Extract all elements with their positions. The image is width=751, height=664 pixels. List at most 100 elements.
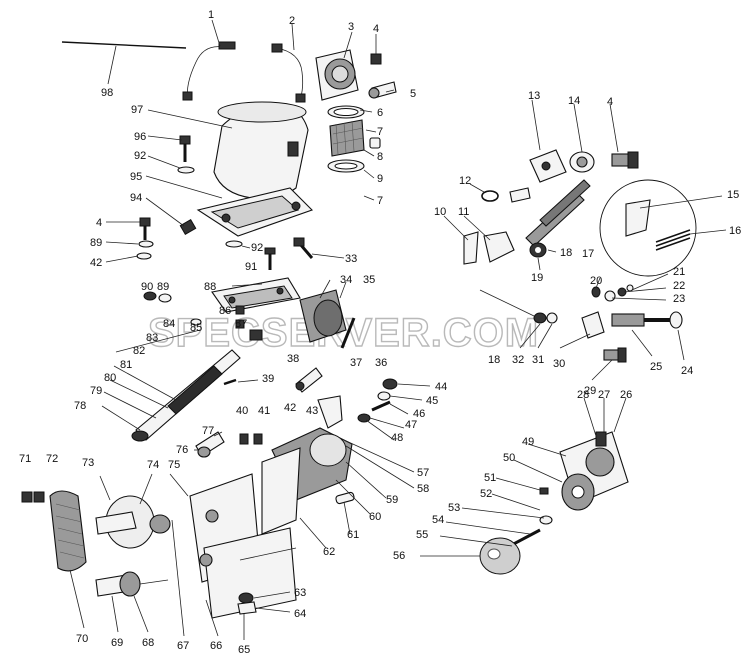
part-air-tank-97 [213,101,309,199]
callout-98: 98 [101,87,113,99]
part-strap-2 [271,43,306,103]
callout-42-mid: 42 [284,402,296,414]
part-cap-56 [479,537,521,575]
callout-30: 30 [553,358,565,370]
part-frame-66 [189,473,297,619]
callout-46: 46 [413,408,425,420]
callout-11: 11 [458,206,469,218]
part-nuts-40-41 [239,433,263,445]
part-cover-73 [49,490,87,572]
callout-56: 56 [393,550,405,562]
callout-61: 61 [347,529,359,541]
part-link-42b [295,367,323,393]
callout-97: 97 [131,104,143,116]
part-parts-86-85 [235,305,263,341]
part-small-84 [190,318,202,326]
callout-53: 53 [448,502,460,514]
callout-57: 57 [417,467,429,479]
callout-48: 48 [391,432,403,444]
part-fitting-77-76 [195,431,225,458]
part-bolt-91 [264,247,276,270]
callout-13: 13 [528,90,540,102]
callout-8: 8 [377,151,383,163]
callout-6: 6 [377,107,383,119]
callout-41: 41 [258,405,270,417]
callout-65: 65 [238,644,250,656]
callout-18: 18 [560,247,572,259]
callout-96: 96 [134,131,146,143]
part-plug-94 [179,218,197,236]
leader-lines [69,19,727,640]
part-ring-6-7 [327,105,365,119]
callout-54: 54 [432,514,444,526]
part-fittings-44-46 [357,378,398,423]
callout-12: 12 [459,175,471,187]
callout-35: 35 [363,274,375,286]
callout-42: 42 [90,257,102,269]
part-washer-92 [177,166,195,174]
callout-7-lower: 7 [377,195,383,207]
callout-25: 25 [650,361,662,373]
callout-78: 78 [74,400,86,412]
part-valve-34 [299,289,347,343]
callout-33: 33 [345,253,357,265]
callout-71: 71 [19,453,31,465]
callout-64: 64 [294,608,306,620]
part-washers-89-42 [136,240,154,260]
callout-17: 17 [582,248,594,260]
part-hose-17 [525,179,591,247]
part-shaft-81-78 [131,349,241,442]
callout-4-left: 4 [96,217,102,229]
part-plate-88 [211,277,301,313]
callout-66: 66 [210,640,222,652]
callout-51: 51 [484,472,496,484]
callout-22: 22 [673,280,685,292]
part-pipe-37 [340,317,356,349]
callout-75: 75 [168,459,180,471]
part-flange-14 [569,151,595,173]
callout-4: 4 [373,23,379,35]
callout-72: 72 [46,453,58,465]
callout-67: 67 [177,640,189,652]
part-washer-92b [225,240,243,248]
callout-89: 89 [90,237,102,249]
callout-20: 20 [590,275,602,287]
callout-85: 85 [190,322,202,334]
part-diaphragm-74 [95,495,171,549]
part-spring-51-55 [505,487,553,550]
part-tube-61 [335,491,355,505]
callout-2: 2 [289,15,295,27]
callout-60: 60 [369,511,381,523]
callout-29: 29 [584,385,596,397]
part-pin-39 [223,378,237,386]
part-seal-8 [369,137,381,149]
callout-26: 26 [620,389,632,401]
callout-62: 62 [323,546,335,558]
callout-16: 16 [729,225,741,237]
callout-36: 36 [375,357,387,369]
callout-84: 84 [163,318,175,330]
callout-31: 31 [532,354,544,366]
callout-63: 63 [294,587,306,599]
callout-7: 7 [377,126,383,138]
part-nut-18-19 [529,242,547,258]
callout-44: 44 [435,381,447,393]
watermark: SPECSERVER.COM [148,311,539,355]
callout-4-right: 4 [607,96,613,108]
part-bolt-4-right [611,151,639,169]
callout-80: 80 [104,372,116,384]
callout-9: 9 [377,173,383,185]
callout-89-lower: 89 [157,281,169,293]
detail-circle-15-16 [599,179,697,277]
part-bracket-95 [196,187,314,237]
callout-55: 55 [416,529,428,541]
callout-81: 81 [120,359,132,371]
callout-91: 91 [245,261,257,273]
callout-32: 32 [512,354,524,366]
callout-90: 90 [141,281,153,293]
callout-92-lower: 92 [251,242,263,254]
callout-76: 76 [176,444,188,456]
part-nut-71-72 [21,491,45,503]
callout-52: 52 [480,488,492,500]
